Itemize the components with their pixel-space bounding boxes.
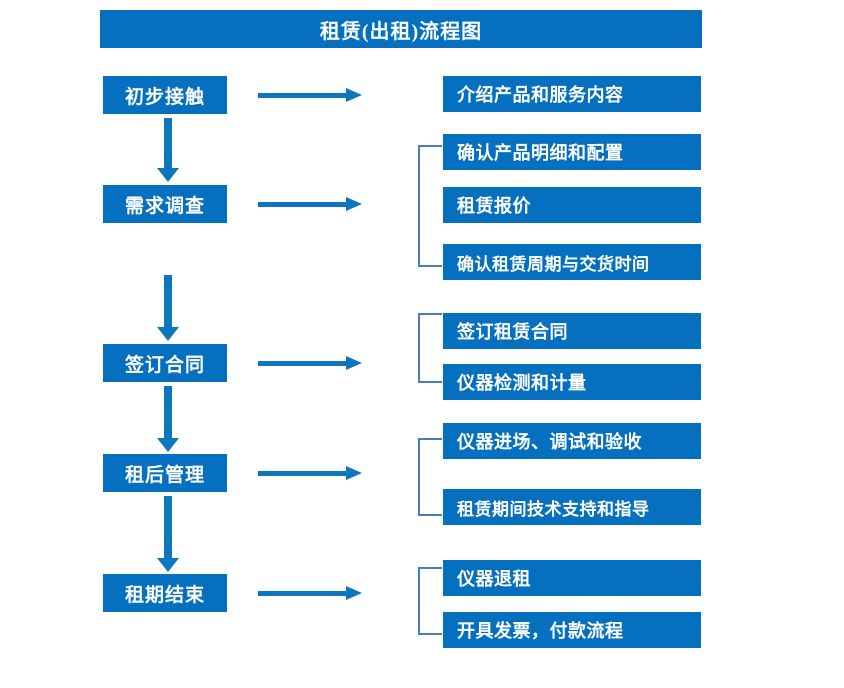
arrow-shaft <box>258 202 348 207</box>
flow-arrow-down-1 <box>157 118 179 182</box>
group-bracket-2 <box>418 145 442 267</box>
arrow-head <box>157 438 179 452</box>
stage-box-3[interactable]: 签订合同 <box>103 344 227 382</box>
detail-arrow-right-5 <box>258 585 364 601</box>
arrow-head <box>346 356 362 370</box>
group-bracket-3 <box>418 313 442 383</box>
arrow-shaft <box>258 93 348 98</box>
arrow-head <box>346 88 362 102</box>
detail-arrow-right-3 <box>258 355 364 371</box>
detail-box-4[interactable]: 确认租赁周期与交货时间 <box>443 244 701 280</box>
arrow-shaft <box>258 361 348 366</box>
arrow-head <box>157 558 179 572</box>
detail-box-1[interactable]: 介绍产品和服务内容 <box>443 76 701 112</box>
detail-box-8[interactable]: 租赁期间技术支持和指导 <box>443 489 701 525</box>
detail-arrow-right-1 <box>258 87 364 103</box>
detail-arrow-right-2 <box>258 196 364 212</box>
arrow-head <box>346 586 362 600</box>
arrow-shaft <box>258 591 348 596</box>
stage-box-4[interactable]: 租后管理 <box>103 454 227 492</box>
arrow-shaft <box>164 118 172 168</box>
arrow-shaft <box>164 496 172 558</box>
detail-box-5[interactable]: 签订租赁合同 <box>443 313 701 349</box>
stage-box-5[interactable]: 租期结束 <box>103 574 227 612</box>
arrow-shaft <box>164 275 172 327</box>
detail-box-7[interactable]: 仪器进场、调试和验收 <box>443 423 701 459</box>
detail-box-10[interactable]: 开具发票，付款流程 <box>443 612 701 648</box>
detail-box-3[interactable]: 租赁报价 <box>443 187 701 223</box>
arrow-head <box>157 168 179 182</box>
detail-box-9[interactable]: 仪器退租 <box>443 560 701 596</box>
detail-box-2[interactable]: 确认产品明细和配置 <box>443 134 701 170</box>
flow-arrow-down-3 <box>157 386 179 452</box>
detail-arrow-right-4 <box>258 465 364 481</box>
arrow-shaft <box>258 471 348 476</box>
stage-box-1[interactable]: 初步接触 <box>103 76 227 114</box>
stage-box-2[interactable]: 需求调查 <box>103 185 227 223</box>
arrow-head <box>157 327 179 341</box>
arrow-head <box>346 466 362 480</box>
arrow-head <box>346 197 362 211</box>
group-bracket-5 <box>418 567 442 635</box>
page-title: 租赁(出租)流程图 <box>100 10 702 48</box>
flow-arrow-down-4 <box>157 496 179 572</box>
flow-arrow-down-2 <box>157 275 179 341</box>
group-bracket-4 <box>418 438 442 516</box>
detail-box-6[interactable]: 仪器检测和计量 <box>443 364 701 400</box>
arrow-shaft <box>164 386 172 438</box>
